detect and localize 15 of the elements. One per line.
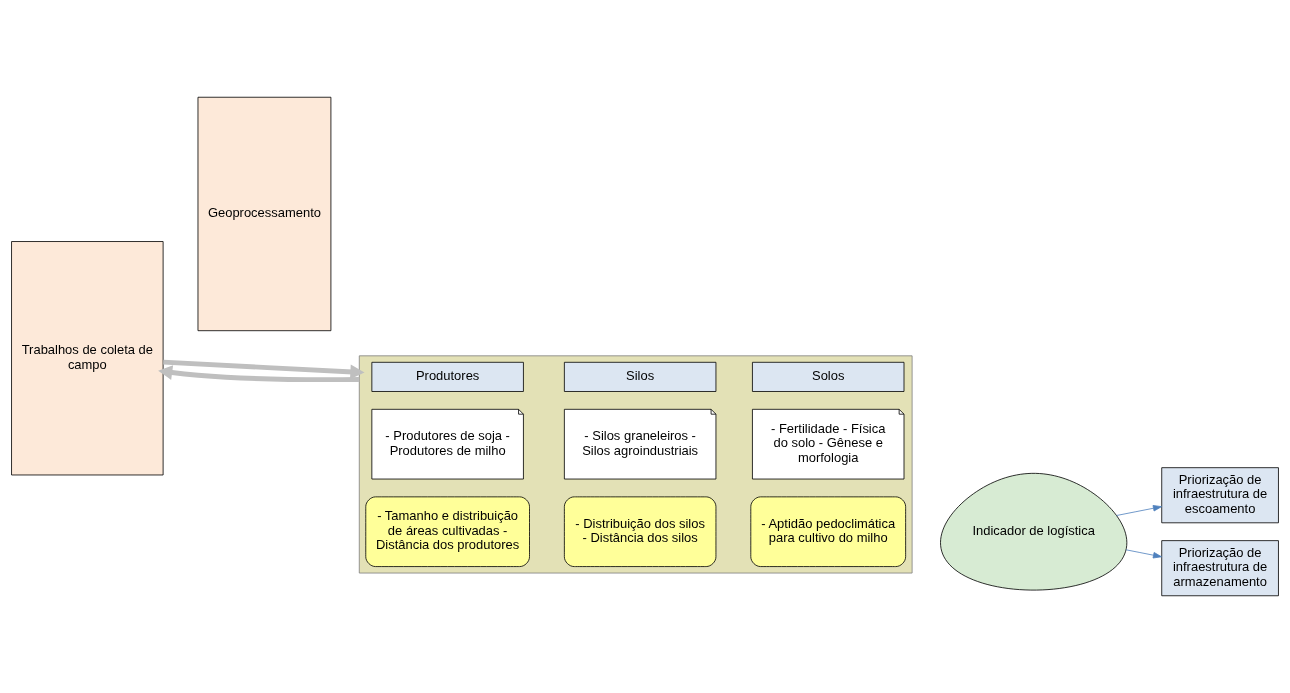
node-box: Produtores [371,361,524,392]
node-box: Silos [563,361,717,392]
node-box: - Tamanho e distribuição de áreas cultivadas - Distância dos produtores [365,496,530,567]
arrow [163,359,365,380]
node-box: Solos [752,361,905,392]
node-box: Trabalhos de coleta de campo [11,241,164,476]
arrow [1125,549,1162,559]
arrow [158,365,360,383]
node-box: - Aptidão pedoclimática para cultivo do milho [750,496,907,567]
cluster [358,355,913,574]
node-box: Priorização de infraestrutura de armazenamento [1161,540,1279,597]
node-box: Priorização de infraestrutura de escoamento [1161,467,1279,524]
node-box: - Distribuição dos silos - Distância dos silos [563,496,717,567]
node-box: Geoprocessamento [197,96,332,332]
arrow [1116,505,1162,516]
